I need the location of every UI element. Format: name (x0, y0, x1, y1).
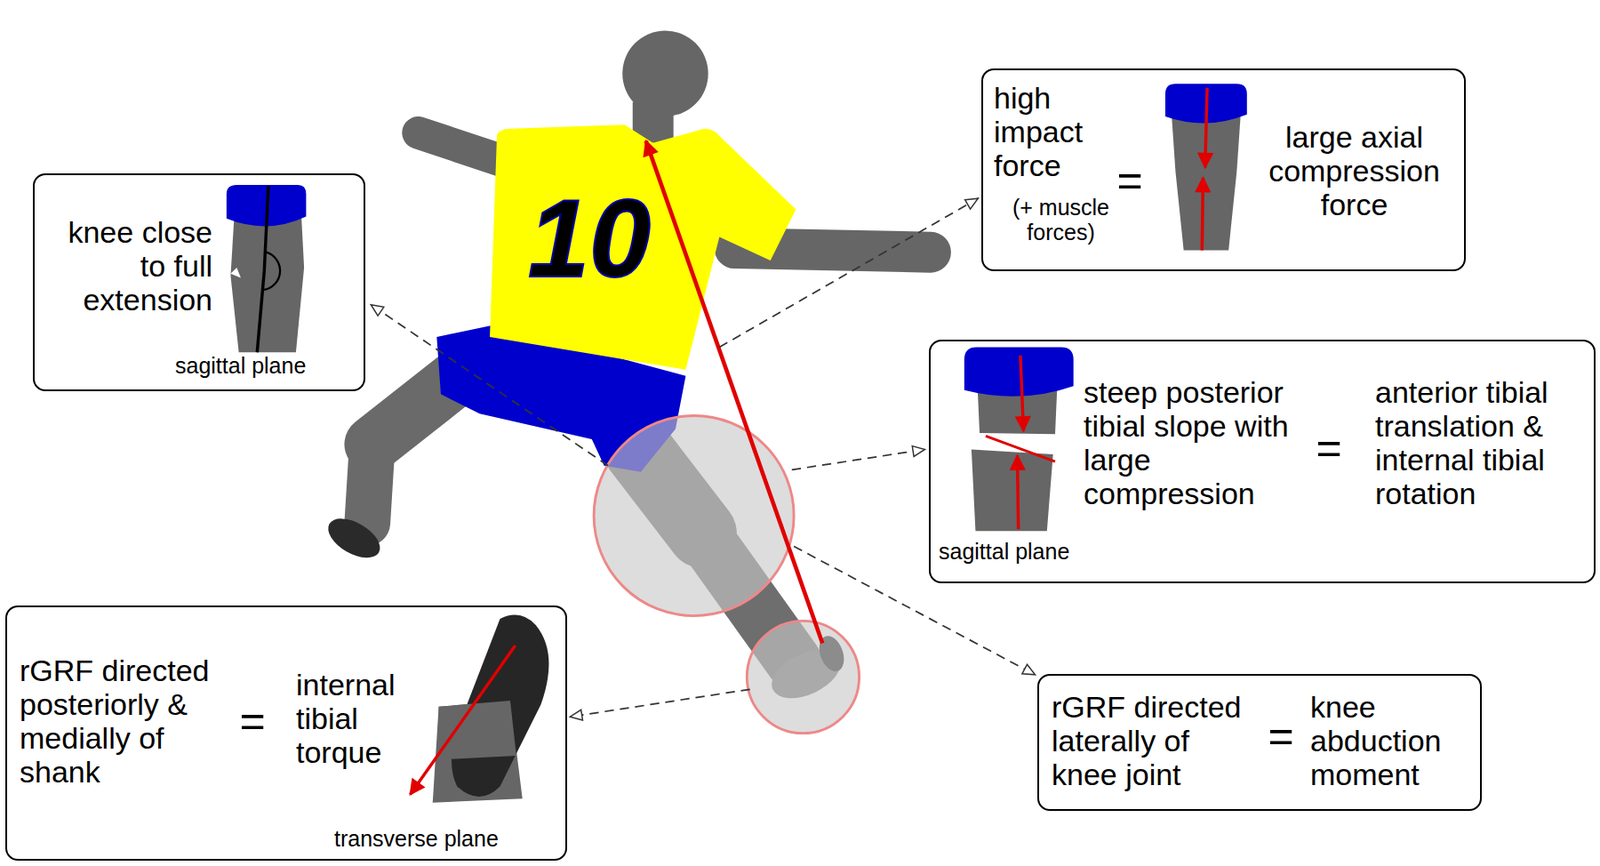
callout-box: rGRF directed laterally of knee joint=kn… (1037, 673, 1482, 811)
callout-box: knee close to full extension sagittal pla… (32, 173, 366, 392)
plane-label: sagittal plane (938, 538, 1135, 564)
plane-label: sagittal plane (175, 352, 353, 378)
grf-arrow (646, 141, 824, 644)
plane-label: (+ muscle forces) (992, 194, 1130, 245)
foot-icon (409, 615, 549, 803)
callout-text: large axial compression force (1249, 120, 1459, 222)
back-leg (321, 379, 455, 566)
callout-text: knee close to full extension (43, 215, 213, 317)
callout-box: rGRF directed posteriorly & medially of … (5, 605, 568, 861)
leader-lines (370, 198, 1036, 717)
foot-circle (746, 620, 859, 733)
callout-text: steep posterior tibial slope with large … (1083, 375, 1302, 511)
jersey-number: 10 (528, 183, 651, 294)
callout-text: knee abduction moment (1310, 689, 1475, 792)
equals-sign: = (234, 696, 271, 746)
shirt (489, 124, 796, 370)
callout-box: high impact force (+ muscle forces)= large… (981, 68, 1466, 272)
callout-text: rGRF directed laterally of knee joint (1051, 689, 1260, 792)
plane-label: transverse plane (334, 825, 548, 851)
callout-text: internal tibial torque (296, 667, 430, 769)
equals-sign: = (1112, 155, 1148, 206)
callout-box: steep posterior tibial slope with large … (928, 339, 1596, 584)
callout-text: rGRF directed posteriorly & medially of … (19, 653, 228, 789)
equals-sign: = (1263, 711, 1299, 761)
tibial-slope-icon (964, 347, 1074, 532)
head (622, 30, 708, 116)
knee-extension-icon (226, 184, 307, 352)
callout-text: high impact force (993, 80, 1119, 183)
equals-sign: = (1311, 423, 1347, 473)
callout-text: anterior tibial translation & internal t… (1375, 375, 1589, 511)
knee-circle (593, 415, 794, 616)
compression-icon (1165, 83, 1248, 250)
